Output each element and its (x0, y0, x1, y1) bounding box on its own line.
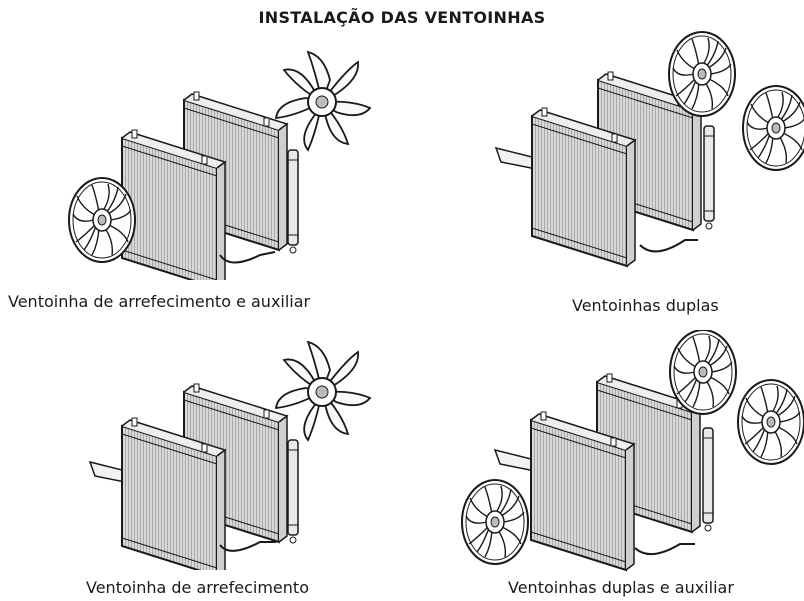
coolant-hose (634, 543, 695, 555)
caption-top-right: Ventoinhas duplas (572, 296, 719, 315)
panel-dual-fans (480, 30, 804, 280)
mechanical-fan (275, 341, 371, 441)
coolant-hose (219, 541, 276, 552)
panel-cooling-fan (80, 330, 380, 570)
caption-top-left: Ventoinha de arrefecimento e auxiliar (8, 292, 311, 311)
receiver-dryer (702, 427, 714, 532)
coolant-hose (219, 251, 276, 264)
diagram-title: INSTALAÇÃO DAS VENTOINHAS (258, 8, 546, 27)
caption-bottom-left: Ventoinha de arrefecimento (86, 578, 309, 597)
electric-fan-lower (737, 379, 804, 465)
electric-fan-upper (669, 330, 737, 415)
electric-fan-upper (668, 31, 736, 117)
coolant-hose (639, 239, 698, 253)
auxiliary-fan (461, 479, 529, 565)
caption-bottom-right: Ventoinhas duplas e auxiliar (508, 578, 734, 597)
panel-cooling-and-auxiliary-fan (60, 30, 380, 280)
receiver-dryer (703, 125, 715, 230)
electric-fan (68, 177, 136, 263)
receiver-dryer (287, 149, 299, 254)
electric-fan-lower (742, 85, 804, 171)
receiver-dryer (287, 439, 299, 544)
mechanical-fan (275, 51, 371, 151)
panel-dual-and-auxiliary-fans (455, 330, 804, 575)
